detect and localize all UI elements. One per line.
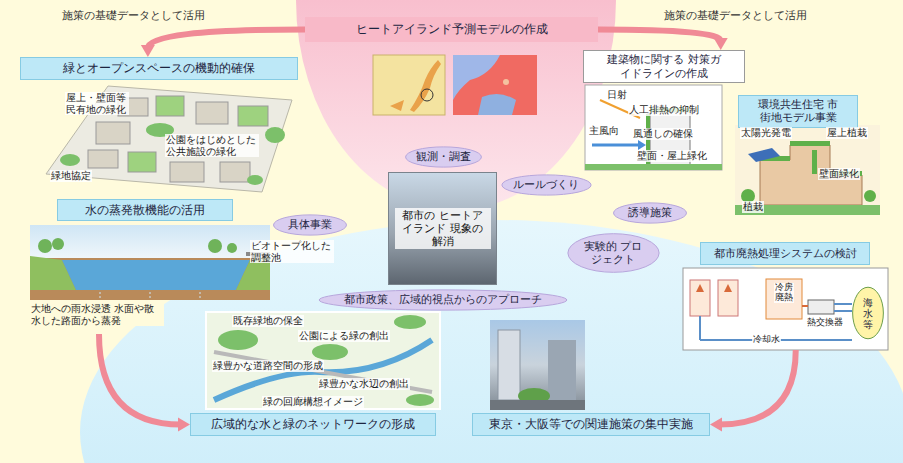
arrow-label: 施策の基礎データとして活用 [60, 9, 207, 22]
approach-ellipse: 都市政策、広域的視点からのアプローチ [314, 289, 572, 311]
city-greening-illustration [46, 86, 292, 192]
flow-arrow [598, 30, 728, 51]
node-text: ルールづくり [513, 178, 579, 191]
ellipse-shape [319, 290, 567, 310]
callout-label: 緑豊かな道路空間の形成 [212, 360, 324, 372]
callout-label: 既存緑地の保全 [232, 315, 304, 327]
arrow-line [99, 334, 181, 425]
callout-label: 緑豊かな水辺の創出 [318, 378, 410, 390]
section-heading: 都市廃熱処理システムの検討 [700, 242, 870, 265]
flow-arrow [710, 350, 796, 432]
ellipse-shape [405, 147, 481, 167]
callout-label: 屋上・壁面等 民有地の緑化 [65, 92, 129, 115]
node-text: 都市政策、広域的視点からのアプローチ [344, 293, 542, 306]
seawater-circle: 海水等 [852, 285, 884, 341]
callout-label: 壁面緑化 [818, 168, 860, 180]
heading-box: ヒートアイランド予測モデルの作成 [305, 17, 598, 42]
arrow-head [178, 418, 190, 432]
green-corridor-illustration [206, 312, 440, 409]
node-text: ヒートアイランド予測モデルの作成 [356, 22, 548, 36]
flow-arrow [99, 334, 190, 432]
building-guideline-illustration [585, 85, 722, 170]
arrow-head [141, 45, 155, 57]
approach-ellipse: 具体事業 [272, 214, 348, 236]
node-text: 実験的 プロジェクト [579, 240, 647, 266]
callout-label: 大地への雨水浸透 水面や散水した路面から蒸発 [30, 303, 164, 326]
approach-ellipse: 観測・調査 [404, 146, 483, 168]
callout-label: 風通しの確保 [632, 128, 694, 140]
ellipse-shape [853, 287, 884, 339]
callout-label: 緑地協定 [50, 170, 92, 182]
callout-label: 人工排熱の抑制 [628, 104, 700, 116]
node-text: 観測・調査 [416, 150, 471, 163]
node-text: 東京・大阪等での関連施策の集中実施 [489, 417, 693, 431]
node-text: 都市の ヒートアイランド 現象の解消 [395, 208, 491, 250]
ellipse-shape [274, 215, 347, 235]
node-text: 環境共生住宅 市街地モデル事業 [753, 98, 843, 124]
ellipse-shape [614, 203, 687, 223]
callout-label: 日射 [606, 89, 628, 101]
ellipse-shape [567, 234, 658, 273]
arrow-line [148, 30, 305, 49]
water-illustration [30, 225, 270, 300]
goal-photo: 都市の ヒートアイランド 現象の解消 [388, 172, 497, 285]
section-box: 環境共生住宅 市街地モデル事業 [738, 95, 858, 128]
approach-ellipse: 誘導施策 [612, 202, 688, 224]
node-text: 海水等 [863, 297, 873, 330]
arrow-label: 施策の基礎データとして活用 [662, 9, 809, 22]
node-text: 具体事業 [288, 218, 332, 231]
node-text: 誘導施策 [628, 206, 672, 219]
flow-arrow [141, 30, 305, 58]
arrow-line [719, 350, 796, 425]
callout-label: 冷却水 [752, 334, 781, 344]
eco-housing-illustration [735, 125, 880, 215]
callout-label: 壁面・屋上緑化 [636, 150, 708, 162]
callout-label: 太陽光発電 [740, 127, 792, 139]
outcome-box: 広域的な水と緑のネットワークの形成 [190, 413, 436, 436]
section-heading: 水の蒸発散機能の活用 [57, 199, 233, 221]
callout-label: 公園による緑の創出 [298, 330, 390, 342]
node-text: 緑とオープンスペースの機動的確保 [63, 61, 255, 75]
arrow-head [714, 38, 728, 50]
callout-label: 熱交換器 [806, 317, 844, 327]
section-box: 緑とオープンスペースの機動的確保 [20, 57, 298, 80]
arrow-head [710, 418, 722, 432]
waste-heat-illustration [683, 268, 888, 350]
approach-ellipse: ルールづくり [500, 174, 593, 196]
street-photo [490, 320, 585, 410]
callout-label: 緑の回廊構想イメージ [262, 396, 364, 408]
approach-ellipse: 実験的 プロジェクト [566, 232, 661, 274]
node-text: 広域的な水と緑のネットワークの形成 [211, 417, 415, 431]
callout-label: 屋上植栽 [826, 127, 868, 139]
node-text: 建築物に関する 対策ガイドラインの作成 [603, 53, 726, 79]
callout-label: 植栽 [742, 201, 764, 213]
callout-label: 公園をはじめとした 公共施設の緑化 [165, 134, 259, 157]
callout-label: ビオトープ化した 調整池 [250, 240, 334, 263]
callout-label: 冷房廃熱 [774, 283, 794, 303]
prediction-map [373, 55, 537, 115]
callout-label: 主風向 [588, 125, 620, 137]
arrow-line [598, 30, 721, 42]
section-box: 建築物に関する 対策ガイドラインの作成 [583, 50, 745, 83]
outcome-box: 東京・大阪等での関連施策の集中実施 [472, 413, 710, 436]
ellipse-shape [502, 175, 591, 195]
